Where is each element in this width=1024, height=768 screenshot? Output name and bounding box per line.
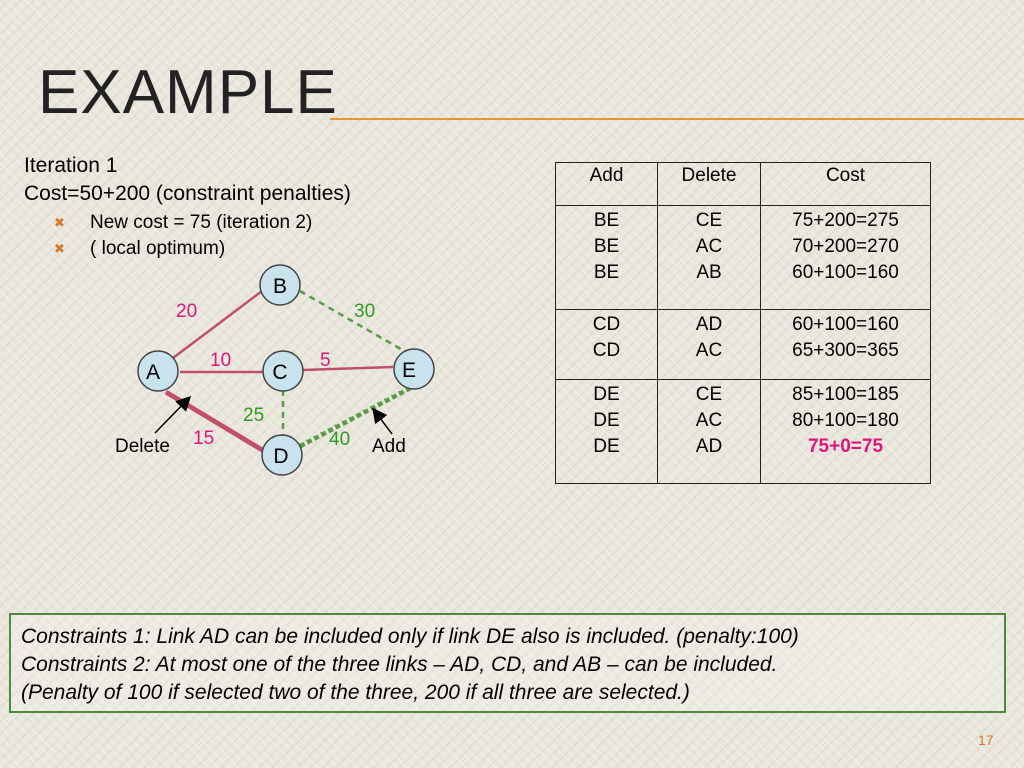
node-c: C <box>262 350 304 392</box>
constraints-box: Constraints 1: Link AD can be included o… <box>9 613 1006 713</box>
page-number: 17 <box>978 732 994 748</box>
slide-title: EXAMPLE <box>38 58 338 127</box>
table-row: BE BE BE CE AC AB 75+200=275 70+200=270 … <box>555 205 931 310</box>
add-label: Add <box>372 436 406 457</box>
cell-add: BE BE BE <box>555 205 658 310</box>
iteration-text: Iteration 1 Cost=50+200 (constraint pena… <box>24 152 544 262</box>
cell-value: DE <box>593 436 620 457</box>
weight-ad: 15 <box>193 428 214 449</box>
table-row: DE DE DE CE AC AD 85+100=185 80+100=180 … <box>555 379 931 484</box>
node-a-label: A <box>146 361 160 384</box>
cell-delete: CE AC AB <box>657 205 761 310</box>
constraint-3: (Penalty of 100 if selected two of the t… <box>21 681 690 704</box>
header-cost: Cost <box>760 162 931 206</box>
constraint-2: Constraints 2: At most one of the three … <box>21 653 778 676</box>
node-c-label: C <box>272 361 287 384</box>
cell-value: CE <box>695 384 723 405</box>
cell-value: AC <box>695 236 723 257</box>
bullet-item: ✖ ( local optimum) <box>24 236 544 262</box>
weight-ab: 20 <box>176 301 197 322</box>
title-rule <box>330 118 1024 120</box>
cell-value: BE <box>593 236 620 257</box>
cell-value: 85+100=185 <box>792 384 899 405</box>
cell-value: AD <box>695 436 723 457</box>
node-b: B <box>259 264 301 306</box>
edge-ce <box>301 365 394 372</box>
edge-ab <box>172 290 263 359</box>
table-header-row: Add Delete Cost <box>555 162 931 206</box>
weight-cd: 25 <box>243 405 264 426</box>
cell-value: 65+300=365 <box>792 340 899 361</box>
cell-value: AB <box>696 262 722 283</box>
node-d: D <box>261 434 303 476</box>
bullet-text: ( local optimum) <box>90 238 226 259</box>
weight-be: 30 <box>354 301 375 322</box>
x-bullet-icon: ✖ <box>54 215 65 230</box>
cost-table: Add Delete Cost BE BE BE CE AC AB 75+200… <box>555 162 931 484</box>
table-row: CD CD AD AC 60+100=160 65+300=365 <box>555 309 931 380</box>
cell-value: 60+100=160 <box>792 314 899 335</box>
cell-cost: 60+100=160 65+300=365 <box>760 309 931 380</box>
bullet-item: ✖ New cost = 75 (iteration 2) <box>24 210 544 236</box>
local-optimum-cost: 75+0=75 <box>807 436 884 457</box>
cell-value: CD <box>592 340 621 361</box>
add-arrow <box>372 407 393 435</box>
cell-value: CE <box>695 210 723 231</box>
bullet-list: ✖ New cost = 75 (iteration 2) ✖ ( local … <box>24 210 544 262</box>
edge-be <box>299 289 407 354</box>
node-e: E <box>393 348 435 390</box>
cell-cost: 75+200=275 70+200=270 60+100=160 <box>760 205 931 310</box>
weight-ce: 5 <box>320 350 331 371</box>
cost-label: Cost=50+200 (constraint penalties) <box>24 182 351 205</box>
cell-delete: AD AC <box>657 309 761 380</box>
cell-value: 75+200=275 <box>792 210 899 231</box>
cell-value: BE <box>593 210 620 231</box>
weight-de: 40 <box>329 429 350 450</box>
constraint-1: Constraints 1: Link AD can be included o… <box>21 625 799 648</box>
bullet-text: New cost = 75 (iteration 2) <box>90 212 313 233</box>
delete-arrow <box>154 395 192 434</box>
edge-de-inner <box>299 384 411 444</box>
cell-value: CD <box>592 314 621 335</box>
cell-value: DE <box>593 384 620 405</box>
cell-add: CD CD <box>555 309 658 380</box>
cell-add: DE DE DE <box>555 379 658 484</box>
node-d-label: D <box>273 445 288 468</box>
cell-value: DE <box>593 410 620 431</box>
cell-value: AC <box>695 410 723 431</box>
edge-de <box>298 385 412 449</box>
cell-value: AC <box>695 340 723 361</box>
cell-value: 80+100=180 <box>792 410 899 431</box>
x-bullet-icon: ✖ <box>54 241 65 256</box>
cell-value: AD <box>695 314 723 335</box>
cell-value: 70+200=270 <box>792 236 899 257</box>
delete-label: Delete <box>115 436 170 457</box>
header-delete: Delete <box>657 162 761 206</box>
weight-ac: 10 <box>210 350 231 371</box>
cell-value: 60+100=160 <box>792 262 899 283</box>
cell-delete: CE AC AD <box>657 379 761 484</box>
iteration-label: Iteration 1 <box>24 154 118 177</box>
cell-value: BE <box>593 262 620 283</box>
node-e-label: E <box>402 359 416 382</box>
node-a: A <box>137 350 179 392</box>
node-b-label: B <box>273 275 287 298</box>
header-add: Add <box>555 162 658 206</box>
cell-cost: 85+100=185 80+100=180 75+0=75 <box>760 379 931 484</box>
